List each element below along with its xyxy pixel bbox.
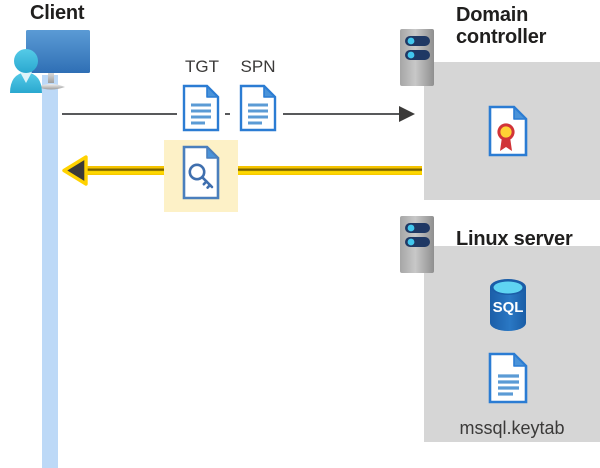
domain-controller-label-line2: controller xyxy=(456,26,547,48)
request-line-segment-right xyxy=(283,113,401,115)
client-lifeline xyxy=(42,75,58,468)
spn-document-icon xyxy=(238,84,278,132)
domain-controller-label-line1: Domain xyxy=(456,4,529,26)
spn-label: SPN xyxy=(240,57,276,76)
domain-controller-server-rack-icon xyxy=(400,29,434,86)
response-line-segment-left xyxy=(82,166,166,175)
sql-database-label: SQL xyxy=(493,299,524,316)
response-arrowhead-icon xyxy=(62,155,88,186)
tgt-document-icon xyxy=(181,84,221,132)
tgt-label: TGT xyxy=(185,57,219,76)
user-monitor-icon xyxy=(4,25,100,97)
keytab-file-label: mssql.keytab xyxy=(459,418,565,438)
request-line-segment-left xyxy=(62,113,177,115)
keytab-document-icon xyxy=(487,352,529,404)
sql-database-icon: SQL xyxy=(485,278,531,332)
request-arrowhead-icon xyxy=(398,105,418,123)
client-label: Client xyxy=(30,2,85,24)
domain-controller-label: Domain controller xyxy=(456,4,596,48)
response-line-segment-right xyxy=(220,166,422,175)
linux-server-label: Linux server xyxy=(456,228,573,250)
linux-server-panel xyxy=(424,246,600,442)
request-line-segment-mid xyxy=(225,113,230,115)
key-document-icon xyxy=(181,145,221,201)
linux-server-rack-icon xyxy=(400,216,434,273)
certificate-document-icon xyxy=(487,105,529,157)
